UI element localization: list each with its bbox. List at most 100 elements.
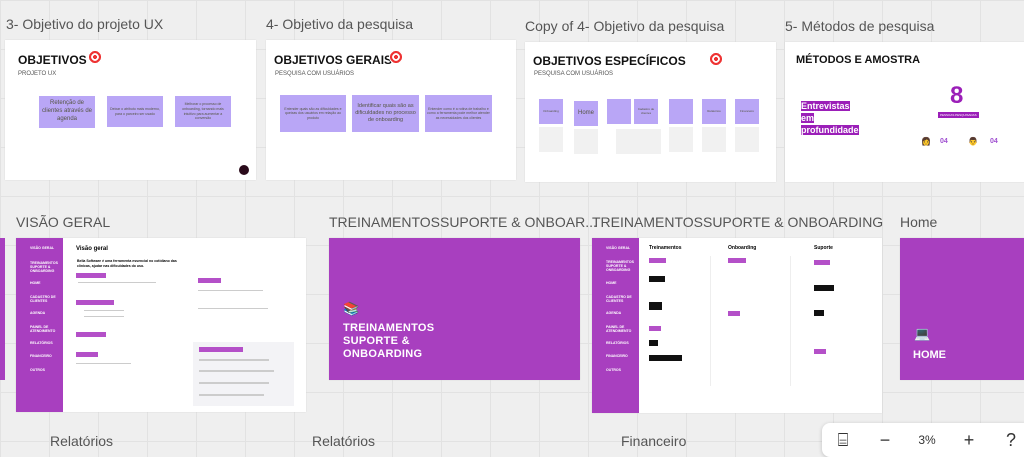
frame-title: MÉTODOS E AMOSTRA (796, 54, 921, 66)
frame-label[interactable]: Home (900, 214, 938, 230)
sidebar-item[interactable]: AGENDA (30, 311, 46, 315)
help-icon[interactable]: ? (1005, 429, 1016, 450)
redacted-block (649, 340, 658, 346)
redacted-block (649, 276, 665, 282)
sidebar: VISÃO GERAL TREINAMENTOS SUPORTE & ONBOA… (16, 238, 63, 412)
frame-label[interactable]: Copy of 4- Objetivo da pesquisa (525, 18, 725, 34)
frame-visao-geral[interactable]: VISÃO GERAL TREINAMENTOS SUPORTE & ONBOA… (16, 238, 306, 412)
frame-objetivo-projeto[interactable]: OBJETIVOS PROJETO UX Retenção de cliente… (5, 40, 256, 180)
redacted-block (814, 285, 834, 291)
sticky-note[interactable]: Financeiro (735, 99, 759, 124)
cover-title: TREINAMENTOS SUPORTE & ONBOARDING (343, 322, 435, 360)
sidebar-item[interactable]: VISÃO GERAL (606, 246, 631, 250)
frame-objetivo-pesquisa[interactable]: OBJETIVOS GERAIS PESQUISA COM USUÁRIOS E… (266, 40, 516, 180)
sidebar-item[interactable]: AGENDA (606, 311, 622, 315)
avatar[interactable] (239, 165, 249, 175)
target-icon (709, 52, 723, 66)
sticky-note[interactable]: Melhorar o processo de onboarding, torna… (175, 96, 231, 127)
tag (814, 349, 826, 354)
tag (76, 273, 106, 278)
sidebar-item[interactable]: CADASTRO DE CLIENTES (606, 295, 632, 303)
frame-label[interactable]: TREINAMENTOSSUPORTE & ONBOAR... (329, 214, 597, 230)
man-icon: 👨 (968, 137, 978, 146)
frame-treinamentos-cover[interactable]: 📚 TREINAMENTOS SUPORTE & ONBOARDING (329, 238, 580, 380)
target-icon (88, 50, 102, 64)
sample-caption: PESSOAS PESQUISADAS (938, 112, 979, 118)
frame-label[interactable]: TREINAMENTOSSUPORTE & ONBOARDING (592, 214, 884, 230)
page-heading: Visão geral (76, 246, 108, 252)
frame-title: OBJETIVOS (18, 53, 87, 67)
target-icon (389, 50, 403, 64)
frame-label[interactable]: 5- Métodos de pesquisa (785, 18, 935, 34)
sticky-note[interactable] (607, 99, 631, 124)
sticky-note[interactable]: Entender como é a rotina de trabalho e c… (425, 95, 492, 132)
text-card (735, 127, 759, 152)
column-heading: Treinamentos (649, 245, 682, 251)
frame-home[interactable]: 💻 HOME (900, 238, 1024, 380)
frame-objetivos-especificos[interactable]: OBJETIVOS ESPECÍFICOS PESQUISA COM USUÁR… (525, 42, 776, 182)
sidebar-item[interactable]: TREINAMENTOS SUPORTE & ONBOARDING (30, 261, 58, 273)
sidebar-item[interactable]: OUTROS (606, 368, 621, 372)
sample-count: 8 (950, 82, 964, 109)
group-value: 04 (990, 138, 998, 145)
text-line (199, 359, 269, 361)
divider (790, 256, 791, 386)
sticky-note[interactable]: Deixar o atributo mais moderno, para o p… (107, 96, 163, 127)
sidebar-item[interactable]: RELATÓRIOS (30, 341, 53, 345)
sticky-note[interactable]: Retenção de clientes através de agenda (39, 96, 95, 128)
info-card (193, 342, 294, 406)
zoom-level[interactable]: 3% (918, 433, 936, 447)
sidebar-item[interactable]: RELATÓRIOS (606, 341, 629, 345)
redacted-block (814, 310, 824, 316)
method-label: Entrevistas em profundidade (801, 100, 863, 136)
frame-label[interactable]: Financeiro (621, 433, 687, 449)
sidebar-item[interactable]: HOME (606, 281, 617, 285)
frame-label[interactable]: 4- Objetivo da pesquisa (266, 16, 414, 32)
sticky-note[interactable]: Relatórios (702, 99, 726, 124)
sticky-note[interactable]: Cadastro de clientes (634, 99, 658, 124)
frame-metodos[interactable]: MÉTODOS E AMOSTRA Entrevistas em profund… (785, 42, 1024, 182)
books-icon: 📚 (343, 301, 360, 316)
sidebar-item[interactable]: HOME (30, 281, 41, 285)
text-line (76, 363, 131, 364)
tag (198, 278, 221, 283)
minus-icon[interactable]: − (879, 429, 891, 450)
frame-label[interactable]: VISÃO GERAL (16, 214, 111, 230)
sticky-note[interactable]: Identificar quais são as dificuldades no… (352, 95, 419, 132)
frame-title: OBJETIVOS ESPECÍFICOS (533, 54, 686, 68)
sidebar-item[interactable]: OUTROS (30, 368, 45, 372)
tag (649, 326, 661, 331)
sticky-note[interactable]: Onboarding (539, 99, 563, 124)
cover-title: HOME (913, 349, 946, 361)
sidebar-item[interactable]: PAINEL DE ATENDIMENTO (606, 325, 632, 333)
sidebar-item[interactable]: VISÃO GERAL (30, 246, 55, 250)
redacted-block (649, 355, 682, 361)
frame-label[interactable]: 3- Objetivo do projeto UX (6, 16, 164, 32)
column-heading: Suporte (814, 245, 833, 251)
sidebar-item[interactable]: FINANCEIRO (606, 354, 628, 358)
sidebar-item[interactable]: CADASTRO DE CLIENTES (30, 295, 56, 303)
text-line (84, 310, 124, 311)
text-card (539, 127, 563, 152)
sticky-note[interactable]: Home (574, 101, 598, 126)
frame-label[interactable]: Relatórios (50, 433, 114, 449)
redacted-block (649, 302, 662, 310)
sidebar: VISÃO GERAL TREINAMENTOS SUPORTE & ONBOA… (592, 238, 639, 413)
frame-label[interactable]: Relatórios (312, 433, 376, 449)
sidebar-item[interactable]: TREINAMENTOS SUPORTE & ONBOARDING (606, 260, 634, 272)
frame-subtitle: PESQUISA COM USUÁRIOS (275, 71, 355, 77)
sticky-note[interactable]: Entender quais são as dificuldades e que… (280, 95, 346, 132)
sidebar-item[interactable]: PAINEL DE ATENDIMENTO (30, 325, 56, 333)
sidebar-item[interactable]: FINANCEIRO (30, 354, 52, 358)
laptop-icon: 💻 (914, 326, 931, 341)
fit-icon[interactable]: ⌸ (837, 429, 849, 450)
plus-icon[interactable]: + (963, 429, 975, 450)
text-line (199, 370, 274, 372)
frame-treinamentos[interactable]: VISÃO GERAL TREINAMENTOS SUPORTE & ONBOA… (592, 238, 882, 413)
tag (199, 347, 243, 352)
sticky-note[interactable] (669, 99, 693, 124)
frame-partial[interactable] (0, 238, 5, 380)
text-line (199, 394, 264, 396)
text-line (84, 316, 124, 317)
tag (814, 260, 830, 265)
